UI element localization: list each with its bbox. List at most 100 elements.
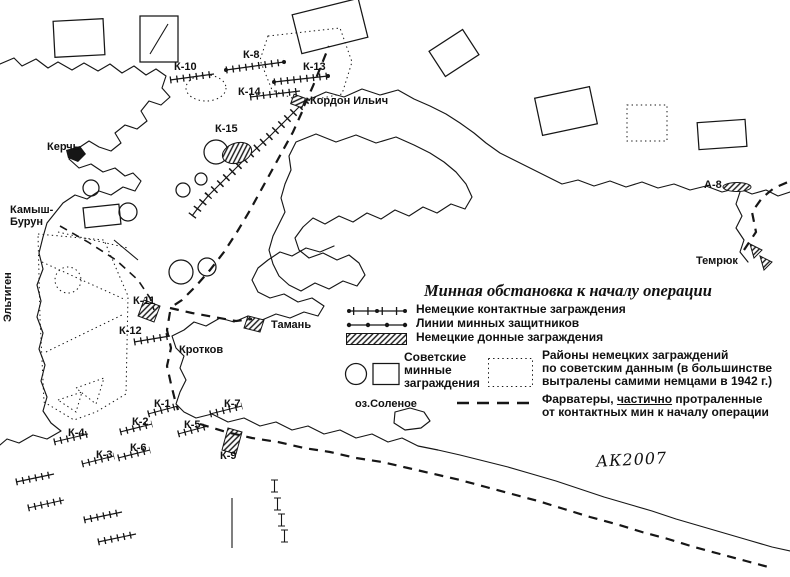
legend-german-contact: Немецкие контактные заграждения — [416, 302, 626, 316]
rect-1 — [52, 18, 106, 58]
mine-circle — [118, 202, 138, 222]
label-k6: К-6 — [130, 442, 147, 454]
rect-2-frame — [139, 15, 179, 63]
legend-soviet-line3: заграждения — [404, 376, 480, 390]
label-taman: Тамань — [271, 319, 312, 331]
rect-3 — [291, 0, 369, 55]
legend-fairways-line1: Фарватеры, частично протраленные — [542, 393, 790, 406]
mine-circle — [82, 179, 100, 197]
signature: АК2007 — [595, 448, 668, 471]
fairway-strait — [169, 111, 304, 309]
barrier-k8 — [224, 58, 286, 74]
region-ellipse-k10 — [185, 74, 227, 102]
label-a8: А-8 — [704, 179, 722, 191]
coast-taman-bay-south — [171, 245, 790, 552]
a8-hatched — [722, 182, 752, 192]
barrier-unlabeled — [27, 496, 65, 512]
region-eltigen — [37, 233, 129, 421]
azov-rectangles — [52, 0, 748, 151]
legend-areas-line3: вытралены самими немцами в 1942 г.) — [542, 374, 773, 388]
legend-fairways-post: протраленные — [672, 392, 763, 406]
german-contact-symbol — [347, 307, 407, 315]
temryuk-pier — [759, 255, 773, 271]
kamysh-burun-rect — [82, 203, 122, 229]
legend-reported-areas: Районы немецких заграждений по советским… — [542, 349, 790, 388]
barrier-k10 — [169, 70, 215, 84]
legend-soviet-line2: минные — [404, 363, 452, 377]
rect-2 — [139, 15, 179, 63]
region-line — [45, 313, 125, 353]
mine-circle — [197, 257, 217, 277]
barrier-k14 — [249, 87, 301, 101]
soviet-mines-symbol — [344, 362, 400, 386]
label-kordon-ilyich: Кордон Ильич — [310, 95, 389, 107]
dotted-regions — [37, 27, 668, 421]
lake-solenoe — [393, 407, 431, 431]
label-k15: К-15 — [215, 123, 238, 135]
label-k1: К-1 — [154, 398, 171, 410]
german-bottom-symbol — [346, 333, 407, 345]
legend-fairways: Фарватеры, частично протраленные от конт… — [542, 393, 790, 419]
legend-fairways-pre: Фарватеры, — [542, 392, 617, 406]
label-k10: К-10 — [174, 61, 197, 73]
fairway-to-taman — [169, 306, 253, 323]
legend-mine-defenders: Линии минных защитников — [416, 316, 580, 330]
label-k5: К-5 — [184, 419, 201, 431]
region-rect-east — [626, 104, 668, 142]
legend-soviet-line1: Советские — [404, 350, 467, 364]
coastlines — [0, 57, 790, 552]
liman-loop — [268, 133, 473, 292]
legend-soviet-mines: Советские минные заграждения — [404, 351, 480, 390]
region-north — [259, 27, 353, 103]
region-line — [41, 261, 127, 301]
label-temryuk: Темрюк — [696, 255, 738, 267]
tick-mark — [271, 479, 278, 493]
legend-fairways-line2: от контактных мин к началу операции — [542, 405, 769, 419]
legend-german-bottom: Немецкие донные заграждения — [416, 330, 604, 344]
temryuk-pier — [749, 243, 763, 259]
mine-defenders-symbol — [346, 322, 408, 328]
label-k4: К-4 — [68, 427, 85, 439]
fairway-symbol — [457, 401, 537, 405]
barrier-k4 — [53, 430, 89, 446]
reported-areas-symbol — [488, 358, 533, 387]
tick-mark — [278, 513, 285, 527]
soviet-mine-circles — [66, 146, 217, 285]
rect-7 — [696, 118, 748, 151]
fairways — [59, 45, 789, 570]
coast-taman-azov — [307, 88, 790, 197]
label-k13: К-13 — [303, 61, 326, 73]
legend-areas-line2: по советским данным (в большинстве — [542, 361, 773, 375]
region-triangle — [74, 377, 105, 405]
barrier-k3 — [81, 452, 115, 468]
label-krotkov: Кротков — [179, 344, 224, 356]
mine-circle — [168, 259, 194, 285]
label-k7: К-7 — [224, 398, 241, 410]
barrier-unlabeled — [83, 508, 123, 524]
barrier-k6 — [117, 446, 151, 462]
label-kamysh-burun: Камыш- Бурун — [10, 204, 53, 228]
barrier-k1 — [147, 402, 179, 418]
label-k2: К-2 — [132, 416, 149, 428]
fairway-kamysh — [59, 225, 155, 311]
label-k8: К-8 — [243, 49, 260, 61]
rect-2-diagonal — [149, 23, 169, 55]
fairway-south — [165, 311, 180, 411]
barrier-k12 — [133, 332, 171, 346]
barrier-k7 — [209, 402, 243, 418]
fairway-temryuk — [743, 180, 789, 251]
legend-areas-line1: Районы немецких заграждений — [542, 348, 729, 362]
label-k3: К-3 — [96, 449, 113, 461]
barrier-k5 — [177, 422, 209, 438]
barrier-unlabeled — [15, 470, 55, 486]
coast-crimea — [0, 57, 171, 446]
mine-circle — [175, 182, 191, 198]
region-triangle — [56, 391, 83, 413]
rect-4 — [428, 28, 480, 78]
tick-mark — [274, 497, 281, 511]
barrier-unlabeled — [97, 530, 137, 546]
map-title: Минная обстановка к началу операции — [424, 281, 712, 300]
kordon-mark — [290, 93, 306, 109]
